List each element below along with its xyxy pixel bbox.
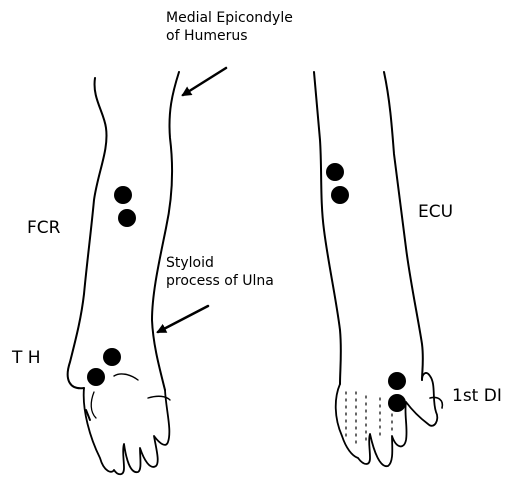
label-medial-epicondyle-line1: Medial Epicondyle <box>166 10 293 28</box>
electrode-th-lower <box>87 368 105 386</box>
electrode-th-upper <box>103 348 121 366</box>
label-styloid-process: Styloid process of Ulna <box>166 255 274 290</box>
arrow-styloid-process <box>158 306 208 332</box>
right-arm-outer-contour <box>314 72 341 384</box>
electrode-1st-di-lower <box>388 394 406 412</box>
label-styloid-line1: Styloid <box>166 255 274 273</box>
electrode-fcr-upper <box>114 186 132 204</box>
left-hand-outline <box>84 388 170 474</box>
electrode-1st-di-upper <box>388 372 406 390</box>
left-thumb-line <box>91 392 96 418</box>
label-ecu: ECU <box>418 202 453 223</box>
left-palm-crease <box>114 374 138 380</box>
left-forearm-volar <box>68 72 179 474</box>
label-styloid-line2: process of Ulna <box>166 273 274 291</box>
label-1st-di: 1st DI <box>452 386 502 407</box>
label-th: T H <box>12 348 41 369</box>
label-medial-epicondyle: Medial Epicondyle of Humerus <box>166 10 293 45</box>
right-hand-outline <box>336 373 438 466</box>
right-arm-inner-contour <box>384 72 423 380</box>
left-arm-outer-contour <box>68 78 107 388</box>
electrode-ecu-upper <box>326 163 344 181</box>
label-fcr: FCR <box>27 218 60 239</box>
right-thumb-tip <box>430 397 442 408</box>
label-medial-epicondyle-line2: of Humerus <box>166 28 293 46</box>
right-forearm-dorsal <box>314 72 442 466</box>
left-arm-inner-contour <box>152 72 179 390</box>
electrode-ecu-lower <box>331 186 349 204</box>
electrode-fcr-lower <box>118 209 136 227</box>
arrow-medial-epicondyle <box>183 68 226 95</box>
